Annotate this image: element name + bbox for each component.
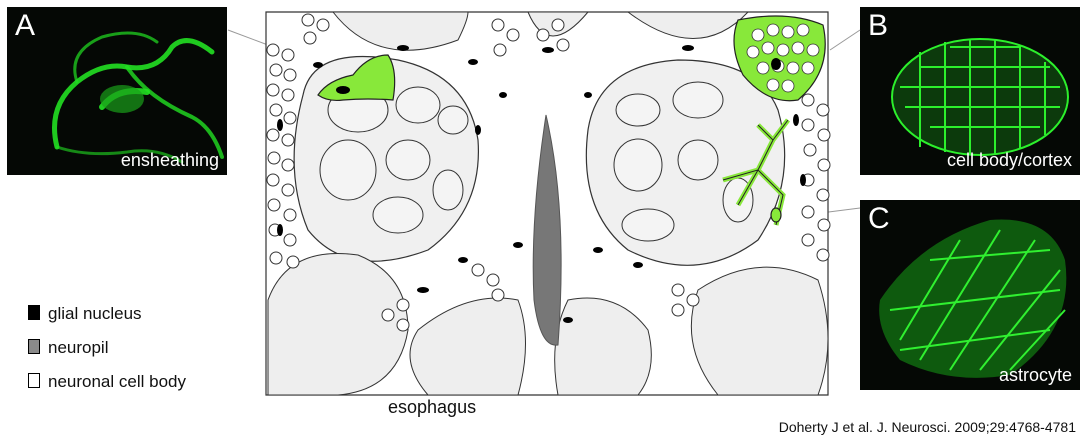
legend-label: neuronal cell body: [48, 372, 186, 391]
esophagus-label: esophagus: [388, 397, 476, 418]
legend-label: glial nucleus: [48, 304, 142, 323]
neuronal-cell-body-swatch: [28, 373, 40, 388]
legend-item-neuropil: neuropil: [28, 338, 109, 358]
legend-item-glial-nucleus: glial nucleus: [28, 304, 142, 324]
legend-item-neuronal-cell-body: neuronal cell body: [28, 372, 186, 392]
glial-nucleus-swatch: [28, 305, 40, 320]
neuropil-swatch: [28, 339, 40, 354]
brain-section-diagram: [228, 0, 860, 400]
legend-label: neuropil: [48, 338, 109, 357]
citation: Doherty J et al. J. Neurosci. 2009;29:47…: [779, 419, 1076, 435]
